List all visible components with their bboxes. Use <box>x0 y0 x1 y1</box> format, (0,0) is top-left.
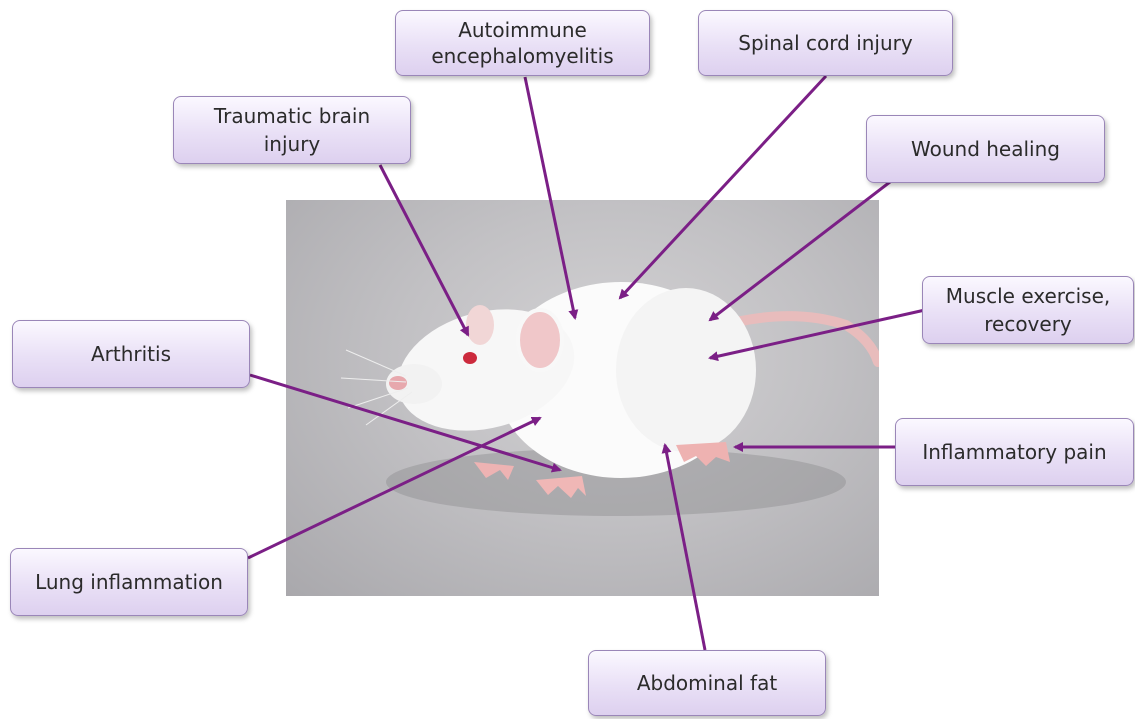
label-abdominal-fat: Abdominal fat <box>588 650 826 716</box>
arrow-arthritis <box>250 375 560 470</box>
label-autoimmune-encephalomyelitis: Autoimmune encephalomyelitis <box>395 10 650 76</box>
arrow-abdominal-fat <box>665 445 705 650</box>
arrow-lung <box>248 418 540 558</box>
label-arthritis: Arthritis <box>12 320 250 388</box>
label-muscle-exercise-recovery: Muscle exercise, recovery <box>922 276 1134 344</box>
label-wound-healing: Wound healing <box>866 115 1105 183</box>
arrow-spinal-cord <box>620 76 826 298</box>
arrow-traumatic-brain-injury <box>380 165 468 335</box>
arrow-autoimmune <box>525 77 575 318</box>
label-inflammatory-pain: Inflammatory pain <box>895 418 1134 486</box>
arrow-muscle <box>710 310 925 358</box>
label-spinal-cord-injury: Spinal cord injury <box>698 10 953 76</box>
label-lung-inflammation: Lung inflammation <box>10 548 248 616</box>
arrow-wound-healing <box>710 182 890 320</box>
label-traumatic-brain-injury: Traumatic brain injury <box>173 96 411 164</box>
